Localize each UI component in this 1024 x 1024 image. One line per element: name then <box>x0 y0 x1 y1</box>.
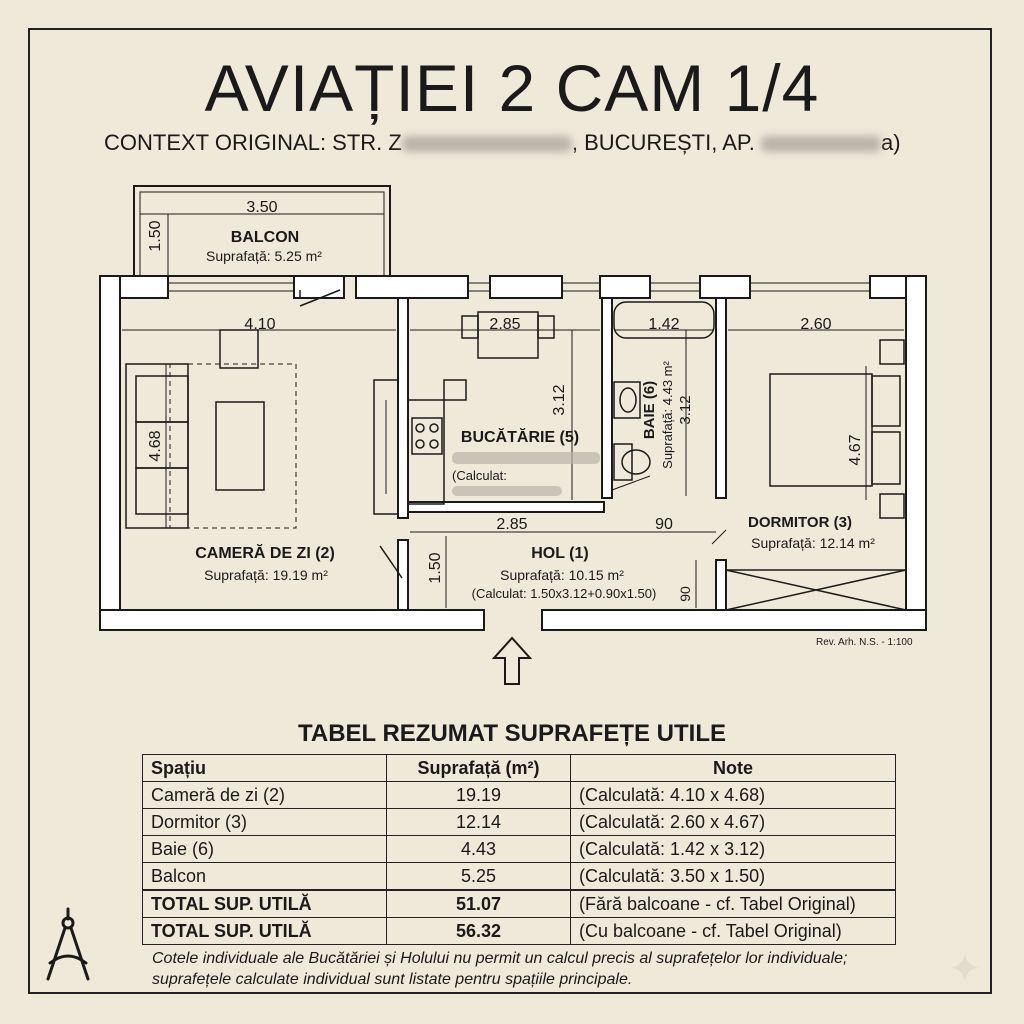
hol-width1: 2.85 <box>496 516 527 533</box>
camera-name: CAMERĂ DE ZI (2) <box>195 543 335 562</box>
cell-note: (Calculată: 2.60 x 4.67) <box>570 808 896 836</box>
baie-depth: 3.12 <box>677 395 694 424</box>
cell-space: Baie (6) <box>142 835 387 863</box>
entrance-arrow-icon <box>491 636 533 685</box>
total-label: TOTAL SUP. UTILĂ <box>142 917 387 945</box>
subtitle: CONTEXT ORIGINAL: STR. Z , BUCUREȘTI, AP.… <box>104 130 901 156</box>
camera-depth: 4.68 <box>147 430 164 461</box>
cell-space: Balcon <box>142 862 387 891</box>
hol-width2: 90 <box>655 516 673 533</box>
table-title: TABEL REZUMAT SUPRAFEȚE UTILE <box>298 720 726 747</box>
baie-name: BAIE (6) <box>641 381 658 439</box>
cell-note: (Calculată: 3.50 x 1.50) <box>570 862 896 891</box>
total-row: TOTAL SUP. UTILĂ 56.32 (Cu balcoane - cf… <box>142 917 896 945</box>
balcony-railing <box>133 185 391 277</box>
dormitor-width: 2.60 <box>800 316 831 333</box>
summary-table: Spațiu Suprafață (m²) Note Cameră de zi … <box>142 754 896 945</box>
cell-area: 4.43 <box>386 835 571 863</box>
bucatarie-name: BUCĂTĂRIE (5) <box>461 427 579 446</box>
floor-plan: 3.50 1.50 BALCON Suprafață: 5.25 m² 4.10… <box>99 185 927 685</box>
subtitle-suffix: a) <box>880 130 901 155</box>
hol-calc: (Calculat: 1.50x3.12+0.90x1.50) <box>472 586 657 601</box>
bucatarie-depth: 3.12 <box>551 384 568 415</box>
baie-width: 1.42 <box>648 316 679 333</box>
page-title: AVIAȚIEI 2 CAM 1/4 <box>204 51 820 125</box>
redacted-apartment <box>760 136 881 153</box>
balcon-depth: 1.50 <box>147 220 164 251</box>
cell-area: 12.14 <box>386 808 571 836</box>
redacted-kitchen-area <box>452 452 600 464</box>
compass-divider-icon <box>46 907 90 981</box>
total-area: 51.07 <box>386 889 571 918</box>
header-space: Spațiu <box>142 754 387 782</box>
hol-depth2: 90 <box>677 586 693 602</box>
total-note: (Fără balcoane - cf. Tabel Original) <box>570 889 896 918</box>
cell-area: 5.25 <box>386 862 571 891</box>
table-row: Baie (6) 4.43 (Calculată: 1.42 x 3.12) <box>142 835 896 863</box>
sparkle-icon: ✦ <box>948 947 982 991</box>
cell-space: Cameră de zi (2) <box>142 781 387 809</box>
balcon-name: BALCON <box>231 229 299 246</box>
bed <box>769 339 905 519</box>
dormitor-name: DORMITOR (3) <box>748 514 852 531</box>
balcon-width: 3.50 <box>246 199 277 216</box>
balcon-area: Suprafață: 5.25 m² <box>206 248 322 264</box>
camera-area: Suprafață: 19.19 m² <box>204 567 328 583</box>
redacted-kitchen-calc <box>452 486 562 496</box>
total-area: 56.32 <box>386 917 571 945</box>
sofa <box>125 363 189 529</box>
cell-note: (Calculată: 1.42 x 3.12) <box>570 835 896 863</box>
footnote: Cotele individuale ale Bucătăriei și Hol… <box>152 950 848 988</box>
rug <box>169 363 297 529</box>
redacted-street <box>401 136 572 153</box>
dormitor-depth: 4.67 <box>847 434 864 465</box>
total-row: TOTAL SUP. UTILĂ 51.07 (Fără balcoane - … <box>142 889 896 918</box>
bathroom-fixtures <box>611 301 715 491</box>
camera-width: 4.10 <box>244 316 275 333</box>
windows <box>168 282 870 292</box>
cell-space: Dormitor (3) <box>142 808 387 836</box>
subtitle-prefix: CONTEXT ORIGINAL: STR. Z <box>104 130 402 155</box>
hol-name: HOL (1) <box>531 545 588 562</box>
bucatarie-calc: (Calculat: <box>452 468 507 483</box>
table-row: Balcon 5.25 (Calculată: 3.50 x 1.50) <box>142 862 896 891</box>
header-area: Suprafață (m²) <box>386 754 571 782</box>
hol-area: Suprafață: 10.15 m² <box>500 567 624 583</box>
cell-note: (Calculată: 4.10 x 4.68) <box>570 781 896 809</box>
total-note: (Cu balcoane - cf. Tabel Original) <box>570 917 896 945</box>
table-row: Cameră de zi (2) 19.19 (Calculată: 4.10 … <box>142 781 896 809</box>
hol-depth1: 1.50 <box>427 552 444 583</box>
table-header-row: Spațiu Suprafață (m²) Note <box>142 754 896 782</box>
dimension-lines <box>122 213 904 608</box>
kitchen-furniture <box>407 311 555 505</box>
wardrobe <box>725 569 907 611</box>
bucatarie-width: 2.85 <box>489 316 520 333</box>
header-notes: Note <box>570 754 896 782</box>
subtitle-middle: , BUCUREȘTI, AP. <box>571 130 761 155</box>
page-frame <box>28 28 992 994</box>
coffee-table <box>215 401 265 491</box>
tv-unit <box>373 379 399 515</box>
armchair <box>219 329 259 369</box>
baie-area: Suprafață: 4.43 m² <box>660 360 675 468</box>
dormitor-area: Suprafață: 12.14 m² <box>751 535 875 551</box>
total-label: TOTAL SUP. UTILĂ <box>142 889 387 918</box>
cell-area: 19.19 <box>386 781 571 809</box>
revision-note: Rev. Arh. N.S. - 1:100 <box>816 637 913 648</box>
table-row: Dormitor (3) 12.14 (Calculată: 2.60 x 4.… <box>142 808 896 836</box>
